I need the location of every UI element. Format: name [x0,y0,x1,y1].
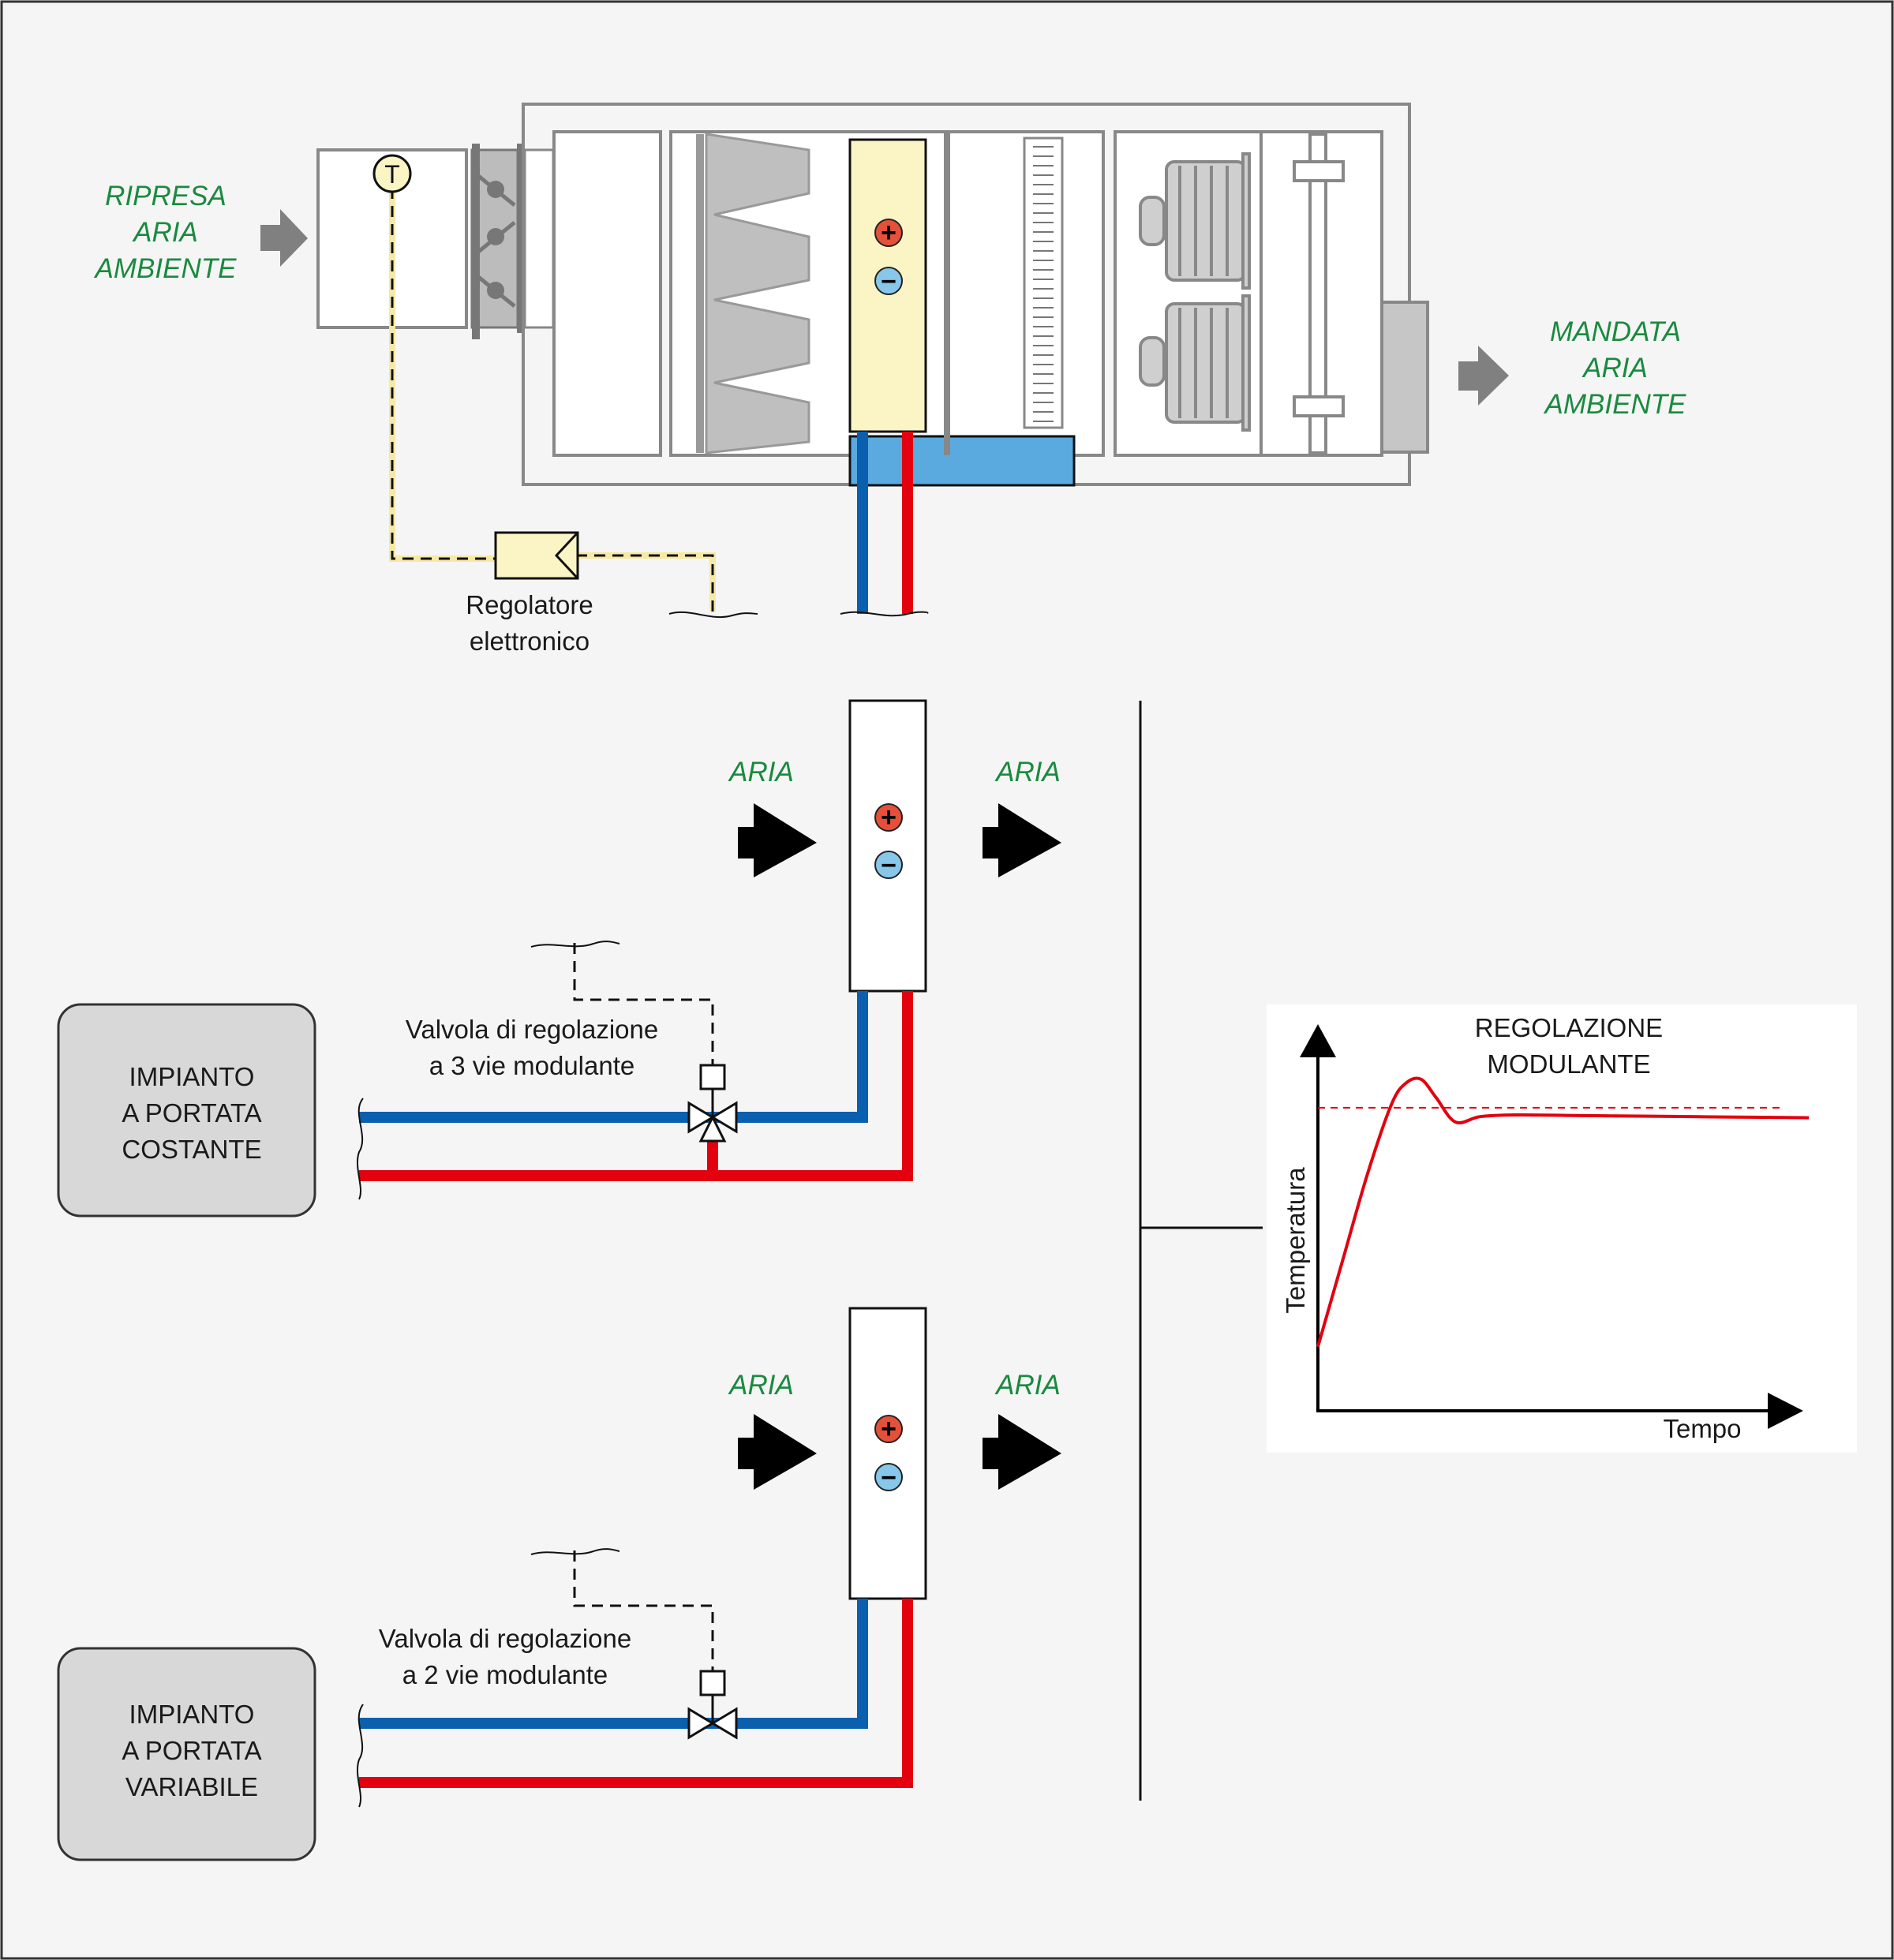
air-arrow-icon [738,803,817,877]
pipe-break-icon [356,1704,364,1808]
supply-air-arrow-icon [1458,346,1509,406]
chart-panel [1267,1004,1857,1453]
svg-text:A PORTATA: A PORTATA [122,1736,261,1765]
supply-air-label: MANDATA ARIA AMBIENTE [1544,316,1687,420]
minus-icon [874,851,903,879]
temperature-curve [1316,1076,1810,1348]
chart-title: REGOLAZIONE [1475,1013,1663,1042]
air-arrow-icon [738,1414,817,1490]
minus-sign: − [881,851,896,881]
hot-pipe [359,1599,913,1788]
minus-icon [874,267,903,295]
chart-title: MODULANTE [1487,1049,1650,1079]
air-arrow-icon [983,1414,1061,1490]
controller-label: elettronico [470,627,590,656]
y-axis-arrow-icon [1300,1024,1336,1057]
wire-break-icon [668,611,758,619]
three-way-valve-icon [687,1064,738,1143]
svg-text:AMBIENTE: AMBIENTE [1544,389,1687,420]
svg-text:IMPIANTO: IMPIANTO [129,1062,255,1091]
x-axis-arrow-icon [1768,1393,1803,1429]
control-wire [576,554,714,612]
plus-sign: + [881,802,896,832]
modulating-chart: REGOLAZIONE MODULANTE Temperatura Tempo [1267,1004,1857,1453]
svg-text:ARIA: ARIA [132,217,198,248]
cold-pipe [359,1599,868,1729]
plus-sign: + [881,218,896,248]
air-label: ARIA [728,757,794,787]
valve2-label: Valvola di regolazione [379,1624,631,1653]
air-handling-unit: + − [316,103,1429,487]
hot-pipe [359,991,913,1181]
y-axis-label: Temperatura [1281,1167,1310,1314]
plus-sign: + [881,1414,896,1444]
svg-text:A PORTATA: A PORTATA [122,1098,261,1128]
droplet-eliminator [1023,137,1064,429]
valve3-label: a 3 vie modulante [429,1051,635,1080]
wire-break-icon [530,1548,620,1555]
air-arrow-icon [983,803,1061,877]
x-axis-label: Tempo [1663,1414,1741,1443]
svg-text:ARIA: ARIA [1581,353,1648,383]
svg-text:MANDATA: MANDATA [1550,316,1681,347]
outlet-duct [1380,301,1429,454]
sensor-symbol: T [384,160,400,189]
air-label: ARIA [994,1370,1061,1401]
air-label: ARIA [994,757,1061,787]
control-wire [391,188,497,560]
pipe-break-icon [840,611,929,617]
minus-sign: − [881,1463,896,1493]
plus-icon [874,803,903,832]
return-air-arrow-icon [260,209,308,267]
svg-text:IMPIANTO: IMPIANTO [129,1700,255,1729]
variable-flow-box: IMPIANTO A PORTATA VARIABILE [57,1647,316,1861]
fan-icon [1139,294,1251,432]
valve2-label: a 2 vie modulante [402,1660,608,1689]
plus-icon [874,219,903,247]
pipe-break-icon [356,1098,364,1200]
temperature-sensor-icon [372,154,412,193]
air-label: ARIA [728,1370,794,1401]
svg-text:AMBIENTE: AMBIENTE [94,253,238,284]
controller-label: Regolatore [466,590,593,619]
plus-icon [874,1415,903,1443]
minus-sign: − [881,267,896,297]
controller-icon [494,531,579,580]
svg-text:VARIABILE: VARIABILE [125,1772,258,1801]
damper [470,144,555,339]
fan-icon [1139,152,1251,290]
valve3-label: Valvola di regolazione [406,1015,658,1044]
cold-pipe [359,991,868,1123]
control-wire [573,943,714,1065]
bag-filter [696,133,810,454]
minus-icon [874,1463,903,1491]
empty-section [552,130,662,457]
coil-unit: + − [848,1307,927,1600]
coil-unit: + − [848,699,927,993]
outlet-damper [1293,133,1345,454]
two-way-valve-icon [687,1670,738,1740]
svg-text:COSTANTE: COSTANTE [122,1135,261,1164]
svg-text:RIPRESA: RIPRESA [105,181,226,211]
constant-flow-box: IMPIANTO A PORTATA COSTANTE [57,1003,316,1218]
wire-break-icon [530,941,620,948]
return-air-label: RIPRESA ARIA AMBIENTE [94,181,238,284]
control-wire [573,1550,714,1671]
drain-tray [848,435,1076,487]
